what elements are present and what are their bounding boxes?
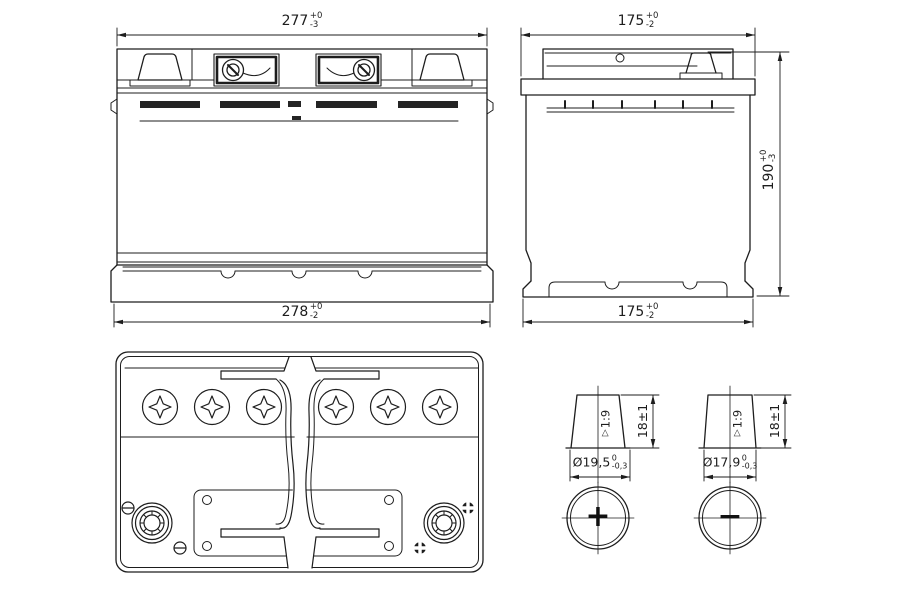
dim-side-width-bottom: 175 +0-2	[617, 302, 659, 321]
plus-polarity-icon	[412, 500, 476, 556]
vent-cap-icon	[221, 58, 271, 82]
terminal-post-positive	[423, 502, 465, 544]
carry-channel	[220, 356, 380, 569]
terminal-detail-negative	[693, 385, 767, 555]
front-view	[110, 48, 494, 303]
dim-front-width-bottom: 278 +0-2	[281, 302, 323, 321]
dimension-arrows	[114, 32, 788, 480]
vent-plugs	[141, 388, 459, 426]
vent-hole-icon	[615, 53, 625, 63]
minus-polarity-icon	[121, 501, 187, 555]
positive-polarity-mark: +	[585, 499, 611, 534]
taper-label-negative: ▷ 1:9	[730, 409, 745, 437]
dim-side-width-top: 175 +0-2	[617, 11, 659, 30]
negative-polarity-mark: −	[717, 499, 743, 534]
side-view	[520, 48, 756, 298]
taper-label-positive: ▷ 1:9	[598, 409, 613, 437]
top-view	[115, 351, 484, 573]
dim-terminal-diameter-positive: Ø19,5 0-0,3	[572, 453, 628, 471]
terminal-post-negative	[131, 502, 173, 544]
terminal-detail-positive	[561, 385, 635, 555]
side-terminal	[685, 52, 717, 74]
dim-front-width-top: 277 +0-3	[281, 11, 323, 30]
dim-terminal-height-positive: 18±1	[634, 403, 650, 439]
dim-side-height: 190 +0-3	[759, 149, 778, 191]
vent-cap-icon	[326, 58, 376, 82]
front-terminal-right	[419, 53, 465, 81]
dim-terminal-diameter-negative: Ø17,9 0-0,3	[702, 453, 758, 471]
dimension-lines	[113, 27, 792, 482]
dim-terminal-height-negative: 18±1	[766, 403, 782, 439]
front-terminal-left	[137, 53, 183, 81]
label-bars	[140, 101, 458, 120]
